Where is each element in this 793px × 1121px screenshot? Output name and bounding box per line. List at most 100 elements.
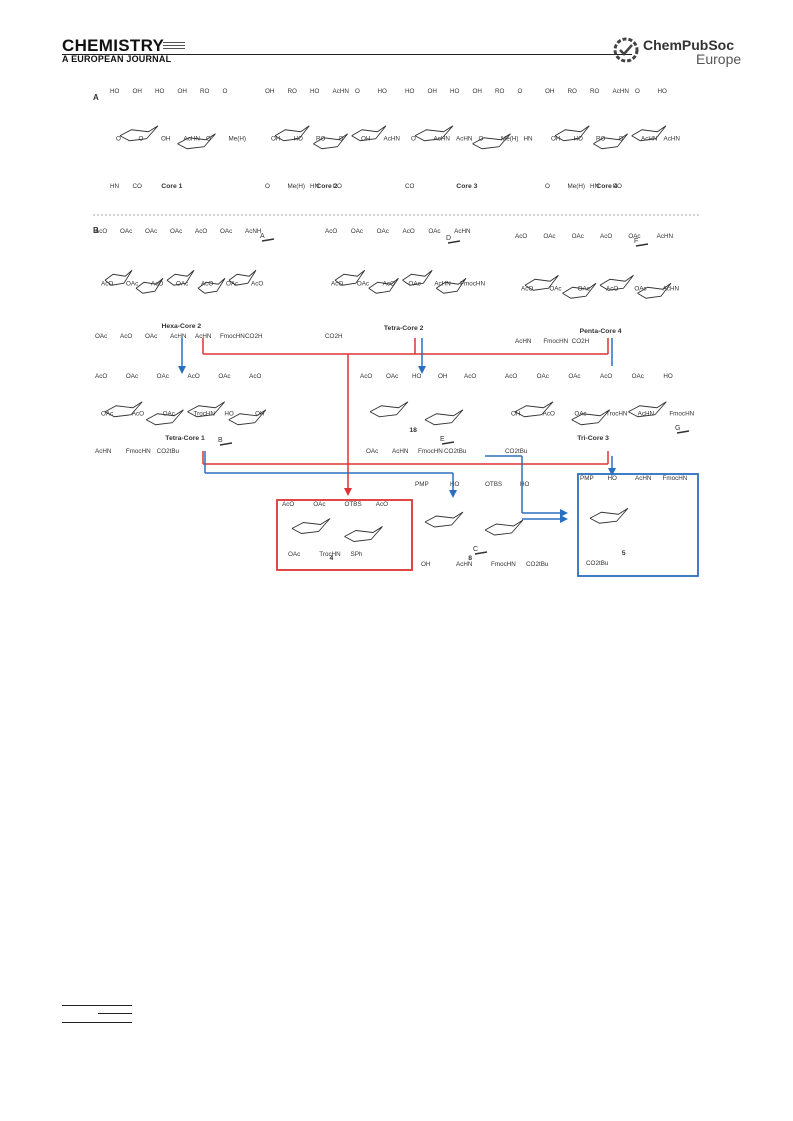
substituent-label: OAc xyxy=(313,501,325,508)
header-rule xyxy=(62,54,632,55)
substituent-label: HO xyxy=(224,411,234,418)
substituent-label: OAc xyxy=(101,411,113,418)
substituent-label: AcHN xyxy=(333,88,350,95)
sugar-ring xyxy=(197,277,226,294)
sugar-ring xyxy=(228,409,267,426)
substituent-label: RO xyxy=(590,88,600,95)
substituent-label: CO2tBu xyxy=(526,561,549,568)
substituent-label: HN xyxy=(310,183,320,190)
substituent-label: AcO xyxy=(249,373,261,380)
substituent-label: AcO xyxy=(151,281,163,288)
substituent-label: AcO xyxy=(325,228,337,235)
substituent-label: AcHN xyxy=(641,136,658,143)
disconnection-marker: C xyxy=(473,546,478,553)
substituent-label: OAc xyxy=(220,228,232,235)
compound-name: 4 xyxy=(330,555,334,562)
substituent-label: AcO xyxy=(95,228,107,235)
blue-arrowhead xyxy=(560,515,568,523)
substituent-label: HO xyxy=(608,475,618,482)
publisher-region: Europe xyxy=(696,51,742,67)
sugar-ring xyxy=(424,511,464,528)
sugar-ring xyxy=(228,269,257,286)
substituent-label: HN xyxy=(524,136,534,143)
substituent-label: OAc xyxy=(351,228,363,235)
substituent-label: OAc xyxy=(120,228,132,235)
substituent-label: HO xyxy=(378,88,388,95)
substituent-label: FmocHN xyxy=(669,411,694,418)
substituent-label: OAc xyxy=(145,333,157,340)
substituent-label: HO xyxy=(658,88,668,95)
substituent-label: AcHN xyxy=(434,136,451,143)
substituent-label: OAc xyxy=(632,373,644,380)
substituent-label: FmocHN xyxy=(460,281,485,288)
disconnection-marker: F xyxy=(634,238,638,245)
substituent-label: HO xyxy=(412,373,422,380)
substituent-label: RO xyxy=(568,88,578,95)
sugar-ring xyxy=(472,133,511,150)
substituent-label: Me(H) xyxy=(288,183,306,190)
substituent-label: AcO xyxy=(600,373,612,380)
sugar-ring xyxy=(514,401,554,418)
red-arrowhead xyxy=(344,488,352,496)
compound-name: 8 xyxy=(468,555,472,562)
sugar-ring xyxy=(571,409,611,426)
disconnection-marker: E xyxy=(440,436,445,443)
substituent-label: TrocHN xyxy=(606,411,628,418)
sugar-ring xyxy=(104,401,143,418)
substituent-label: O xyxy=(355,88,360,95)
substituent-label: AcHN xyxy=(657,233,674,240)
compound-name: Tri-Core 3 xyxy=(577,435,609,442)
target-box-blue xyxy=(577,473,699,577)
footer-rule-short xyxy=(98,1013,132,1014)
disconnection-marker: A xyxy=(260,233,265,240)
substituent-label: O xyxy=(116,136,121,143)
substituent-label: AcHN xyxy=(638,411,655,418)
substituent-label: HO xyxy=(310,88,320,95)
substituent-label: CO xyxy=(333,183,343,190)
substituent-label: O xyxy=(518,88,523,95)
substituent-label: AcO xyxy=(195,228,207,235)
substituent-label: O xyxy=(619,136,624,143)
substituent-label: HO xyxy=(155,88,165,95)
compound-name: Core 3 xyxy=(456,183,477,190)
substituent-label: OAc xyxy=(288,551,300,558)
substituent-label: OAc xyxy=(543,233,555,240)
substituent-label: AcO xyxy=(403,228,415,235)
substituent-label: OH xyxy=(255,411,265,418)
sugar-ring xyxy=(402,269,433,286)
substituent-label: OAc xyxy=(549,286,561,293)
blue-arrowhead xyxy=(418,366,426,374)
substituent-label: AcHN xyxy=(184,136,201,143)
disconnection-marker: G xyxy=(675,425,680,432)
substituent-label: HO xyxy=(574,136,584,143)
substituent-label: OH xyxy=(361,136,371,143)
sugar-ring xyxy=(351,125,387,142)
substituent-label: RO xyxy=(288,88,298,95)
sugar-ring xyxy=(334,269,366,286)
substituent-label: Me(H) xyxy=(568,183,586,190)
substituent-label: AcHN xyxy=(515,338,532,345)
substituent-label: CO2tBu xyxy=(586,560,609,567)
substituent-label: AcHN xyxy=(456,561,473,568)
footer-rule xyxy=(62,1022,132,1023)
substituent-label: AcHN xyxy=(664,136,681,143)
substituent-label: OAc xyxy=(409,281,421,288)
substituent-label: AcO xyxy=(600,233,612,240)
panel-label-b: B xyxy=(93,226,99,235)
substituent-label: OAc xyxy=(574,411,586,418)
journal-subtitle: A EUROPEAN JOURNAL xyxy=(62,54,172,64)
substituent-label: OAc xyxy=(357,281,369,288)
substituent-label: CO xyxy=(405,183,415,190)
substituent-label: O xyxy=(479,136,484,143)
substituent-label: FmocHN xyxy=(418,448,443,455)
substituent-label: Me(H) xyxy=(501,136,519,143)
substituent-label: CO2H xyxy=(325,333,343,340)
sugar-ring xyxy=(177,133,216,150)
substituent-label: OAc xyxy=(163,411,175,418)
blue-arrowhead xyxy=(560,509,568,517)
substituent-label: AcHN xyxy=(95,448,112,455)
sugar-ring xyxy=(435,277,467,294)
substituent-label: HO xyxy=(450,88,460,95)
substituent-label: OH xyxy=(545,88,555,95)
substituent-label: FmocHN xyxy=(663,475,688,482)
